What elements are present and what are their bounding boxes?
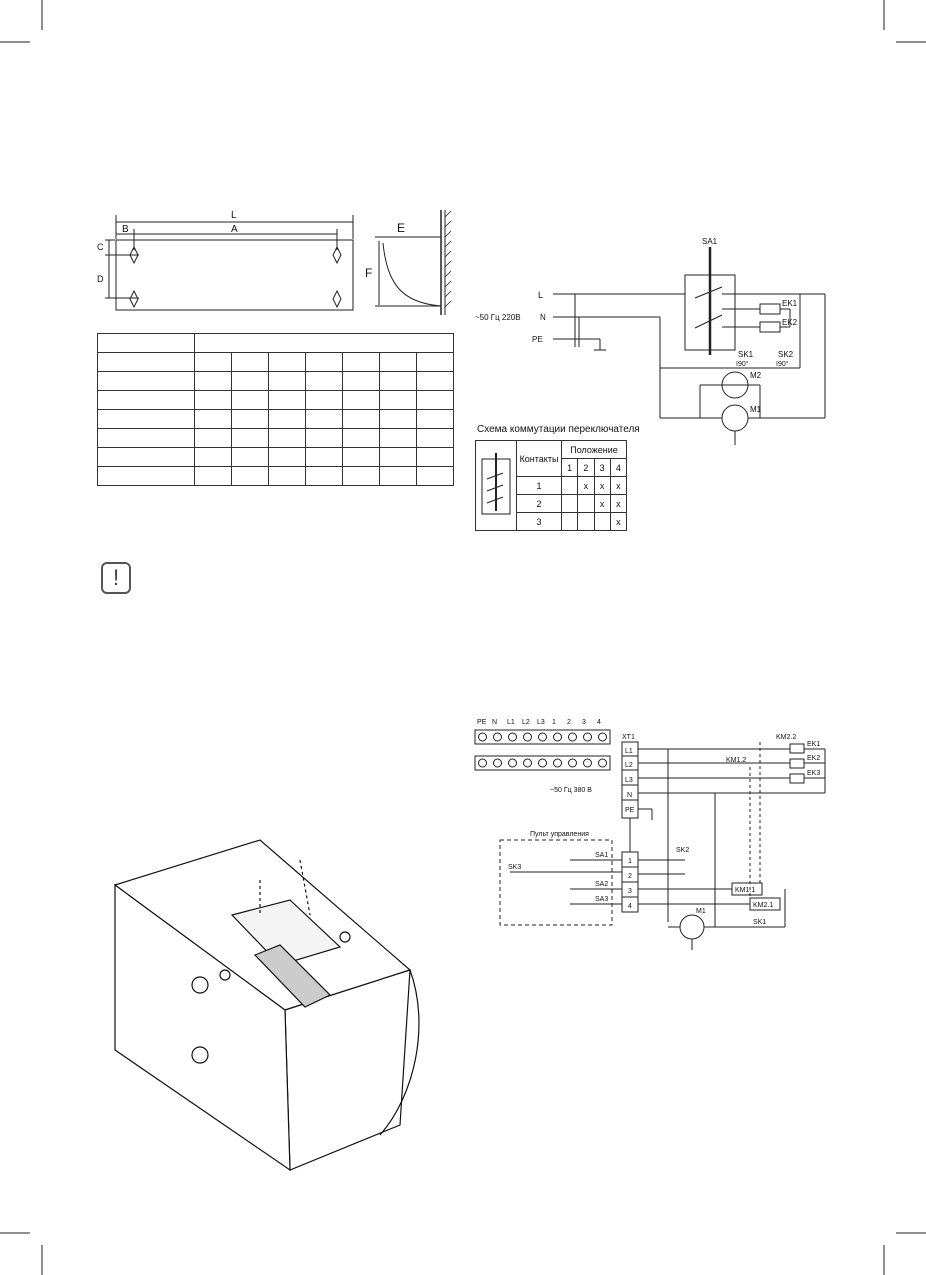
table-row: 2 x x [476,494,628,513]
table-row [97,409,454,429]
position-header: Положение [561,440,627,459]
line-l-label: L [538,290,543,300]
exclamation-icon: ! [101,562,131,594]
terminal-screw [508,732,517,742]
sa1-label: SA1 [702,237,718,246]
terminal-screw [598,758,607,768]
ek1-label: EK1 [807,741,820,748]
terminal-screw [568,732,577,742]
label-B: B [122,224,129,235]
label-E: E [397,221,405,235]
label-A: A [231,224,238,235]
terminal-screw [523,758,532,768]
table-row [97,428,454,448]
table-row [97,447,454,467]
sk2-label: SK2 [778,350,794,359]
switch-symbol [475,440,517,531]
terminal-label: N [492,719,497,726]
xt-row-4: 4 [628,903,632,910]
sa3-label: SA3 [595,896,608,903]
terminal-label: L3 [537,719,545,726]
sk1-label: SK1 [738,350,754,359]
xt-row-PE: PE [625,807,635,814]
terminal-label: 4 [597,719,601,726]
xt1-label: XT1 [622,734,635,741]
sa2-label: SA2 [595,881,608,888]
line-n-label: N [540,313,546,322]
terminal-screw [538,732,547,742]
table-row [97,333,454,353]
supply-label: ~50 Гц 380 В [550,787,592,794]
terminal-screw [583,732,592,742]
terminal-screw [568,758,577,768]
dimensions-table [97,333,454,486]
terminal-screw [553,732,562,742]
side-profile-drawing: E F [365,210,452,315]
xt-row-L2: L2 [625,762,633,769]
sk3-label: SK3 [508,864,521,871]
m2-label: M2 [750,371,762,380]
sk1-label: SK1 [753,919,766,926]
switch-table-title: Схема коммутации переключателя [477,424,640,435]
terminal-label: L2 [522,719,530,726]
terminal-label: L1 [507,719,515,726]
km22-label: KM2.2 [776,734,796,741]
terminal-screw [493,758,502,768]
terminal-screw [523,732,532,742]
terminal-screw [508,758,517,768]
xt-row-L3: L3 [625,777,633,784]
table-row [97,371,454,391]
sa1-label: SA1 [595,852,608,859]
terminal-label: 1 [552,719,556,726]
ek2-label: EK2 [782,318,798,327]
terminal-screw [493,732,502,742]
label-D: D [97,274,104,284]
ek2-label: EK2 [807,755,820,762]
km21-label: KM2.1 [753,902,773,909]
terminal-label: 3 [582,719,586,726]
xt-row-1: 1 [628,858,632,865]
ek1-label: EK1 [782,299,798,308]
switch-table: Контакты Положение 1 2 3 4 1 x x x 2 x x… [475,440,628,531]
m1-label: M1 [750,405,762,414]
terminal-screw [538,758,547,768]
terminal-screw [553,758,562,768]
terminal-screw [598,732,607,742]
table-row [97,352,454,372]
contacts-header: Контакты [516,440,562,477]
xt-row-N: N [627,792,632,799]
label-C: C [97,242,104,252]
table-row [97,466,454,486]
xt-row-L1: L1 [625,748,633,755]
ek3-label: EK3 [807,770,820,777]
line-pe-label: PE [532,335,543,344]
panel-label: Пульт управления [530,831,589,838]
heater-illustration [113,839,420,1172]
km12-label: KM1.2 [726,757,746,764]
terminal-screw [478,758,487,768]
xt-row-2: 2 [628,873,632,880]
terminal-screw [583,758,592,768]
sk1-angle: Ι90° [736,360,749,368]
table-row: 3 x [476,512,628,531]
terminal-label: PE [477,719,487,726]
schematic-220v: SA1 L ~50 Гц 220В N PE EK1 EK2 SK1 Ι90° … [475,237,826,445]
label-F: F [365,266,372,280]
km11-label: KM1.1 [735,887,755,894]
table-row: Контакты Положение [475,440,627,531]
xt-row-3: 3 [628,888,632,895]
terminal-label: 2 [567,719,571,726]
table-row [97,390,454,410]
sk2-angle: Ι90° [776,360,789,368]
label-L: L [231,210,237,221]
sk2-label: SK2 [676,847,689,854]
terminal-screw [478,732,487,742]
supply-label: ~50 Гц 220В [475,313,521,322]
dimension-drawing: L A B C D [97,210,354,311]
m1-label: M1 [696,908,706,915]
